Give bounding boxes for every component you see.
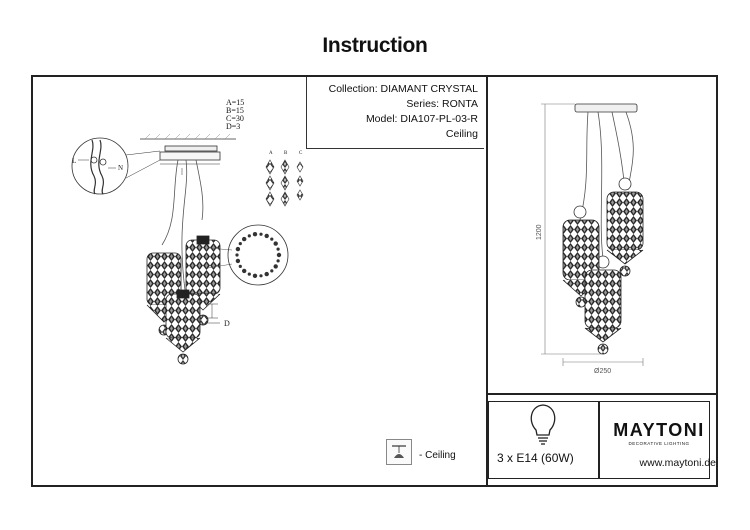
product-dimension-lines bbox=[541, 103, 644, 366]
crystal-bead bbox=[252, 273, 258, 278]
brand-tagline: DECORATIVE LIGHTING bbox=[628, 441, 690, 446]
crystal-bead bbox=[247, 272, 251, 276]
callout-c: C bbox=[299, 151, 303, 156]
collection-info: Collection: DIAMANT CRYSTAL Series: RONT… bbox=[306, 77, 484, 149]
callout-b: B bbox=[284, 151, 288, 156]
svg-text:L: L bbox=[72, 157, 76, 165]
crystal-bead bbox=[235, 253, 239, 257]
crystal-bead bbox=[264, 233, 269, 239]
crystal-bead bbox=[264, 271, 269, 277]
lightbulb-icon bbox=[530, 404, 556, 445]
mount-type: Ceiling bbox=[445, 128, 478, 140]
crystal-bead bbox=[276, 252, 282, 258]
crystal-bead bbox=[259, 232, 263, 236]
crystal-bead bbox=[273, 241, 278, 246]
crystal-bead bbox=[238, 242, 242, 246]
lamp-spec: 3 x E14 (60W) bbox=[497, 451, 574, 465]
mount-label: - Ceiling bbox=[419, 450, 456, 461]
dimension-markers bbox=[206, 303, 220, 324]
crystal-bead bbox=[235, 246, 241, 252]
dim-d: D=3 bbox=[226, 122, 241, 131]
dim-a: A=15 bbox=[226, 98, 245, 107]
crystal-bead bbox=[270, 269, 274, 273]
product-shade-center bbox=[584, 269, 622, 355]
crystal-bead bbox=[235, 258, 241, 264]
pendant-cables bbox=[161, 159, 204, 291]
crystal-bead bbox=[273, 264, 278, 269]
product-view bbox=[573, 103, 638, 269]
pendant-center bbox=[165, 289, 201, 365]
crystal-bead bbox=[276, 247, 280, 251]
crystal-bead bbox=[247, 234, 251, 238]
series-name: Series: RONTA bbox=[406, 98, 478, 110]
ceiling-detail bbox=[140, 133, 236, 175]
crystal-bead bbox=[242, 268, 247, 274]
dim-c: C=30 bbox=[226, 114, 244, 123]
svg-text:N: N bbox=[118, 164, 123, 172]
page-title: Instruction bbox=[322, 34, 428, 57]
brand-logo: MAYTONI bbox=[613, 420, 705, 440]
height-label: 1200 bbox=[536, 224, 543, 240]
crystal-bead bbox=[259, 274, 263, 278]
crystal-ring-detail bbox=[207, 224, 289, 286]
callout-d: D bbox=[224, 319, 230, 328]
website-link[interactable]: www.maytoni.de bbox=[639, 457, 716, 469]
product-shade-right bbox=[606, 191, 644, 277]
crystal-bead bbox=[252, 232, 258, 237]
dim-b: B=15 bbox=[226, 106, 244, 115]
collection-name: Collection: DIAMANT CRYSTAL bbox=[328, 83, 478, 95]
dimension-list: A=15 B=15 C=30 D=3 bbox=[226, 99, 244, 131]
chain-samples: A B C bbox=[265, 151, 304, 207]
crystal-bead bbox=[242, 236, 247, 242]
product-shade-left bbox=[562, 219, 600, 308]
model-name: Model: DIA107-PL-03-R bbox=[365, 113, 478, 125]
horizontal-divider bbox=[486, 393, 718, 395]
spec-box-divider bbox=[598, 401, 600, 479]
crystal-bead bbox=[270, 237, 274, 241]
crystal-bead bbox=[276, 259, 280, 263]
ceiling-mount-icon bbox=[386, 439, 412, 465]
instruction-frame bbox=[31, 75, 718, 487]
detail-zoom-circle: L N bbox=[71, 137, 161, 195]
diameter-label: Ø250 bbox=[594, 368, 611, 375]
callout-a: A bbox=[269, 151, 273, 156]
vertical-divider bbox=[486, 75, 488, 487]
crystal-bead bbox=[238, 264, 242, 268]
